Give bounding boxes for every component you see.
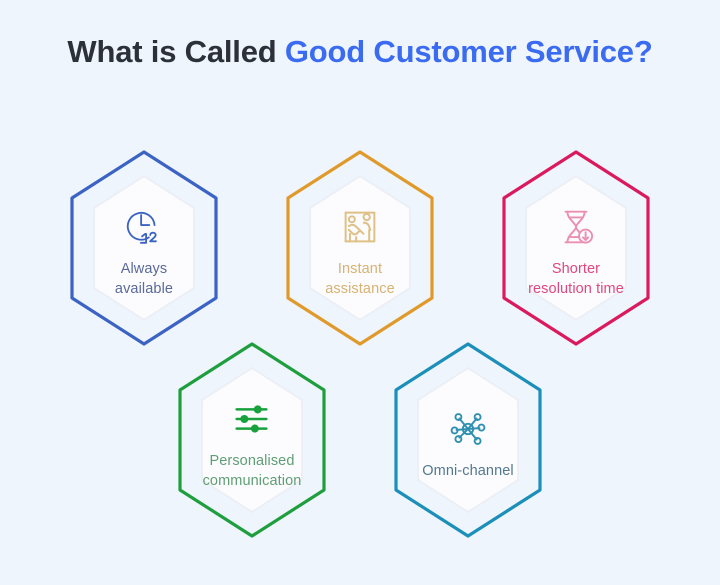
page-title: What is Called Good Customer Service? bbox=[0, 32, 720, 72]
card-label-personalised-communication: Personalised communication bbox=[202, 452, 302, 489]
card-shorter-resolution-time[interactable]: Shorter resolution time bbox=[476, 148, 676, 348]
clock-24-icon bbox=[121, 204, 167, 250]
card-label-omni-channel: Omni-channel bbox=[422, 462, 514, 479]
card-label-always-available: Always available bbox=[114, 260, 174, 297]
card-omni-channel[interactable]: Omni-channel bbox=[368, 340, 568, 540]
page-title-accent: Good Customer Service? bbox=[284, 34, 653, 69]
card-content-personalised-communication: Personalised communication bbox=[152, 340, 352, 540]
card-content-instant-assistance: Instant assistance bbox=[260, 148, 460, 348]
handshake-people-icon bbox=[337, 204, 383, 250]
sliders-settings-icon bbox=[229, 396, 275, 442]
hexagon-outline-always-available bbox=[70, 150, 218, 346]
hexagon-outline-shorter-resolution-time bbox=[502, 150, 650, 346]
card-personalised-communication[interactable]: Personalised communication bbox=[152, 340, 352, 540]
hexagon-outline-personalised-communication bbox=[178, 342, 326, 538]
card-instant-assistance[interactable]: Instant assistance bbox=[260, 148, 460, 348]
page-title-primary: What is Called bbox=[67, 34, 285, 69]
card-content-shorter-resolution-time: Shorter resolution time bbox=[476, 148, 676, 348]
card-content-always-available: Always available bbox=[44, 148, 244, 348]
hexagon-outline-instant-assistance bbox=[286, 150, 434, 346]
card-content-omni-channel: Omni-channel bbox=[368, 340, 568, 540]
hexagon-outline-omni-channel bbox=[394, 342, 542, 538]
hourglass-down-icon bbox=[553, 204, 599, 250]
card-label-shorter-resolution-time: Shorter resolution time bbox=[528, 260, 624, 297]
card-always-available[interactable]: Always available bbox=[44, 148, 244, 348]
card-label-instant-assistance: Instant assistance bbox=[325, 260, 395, 297]
network-hub-icon bbox=[445, 406, 491, 452]
